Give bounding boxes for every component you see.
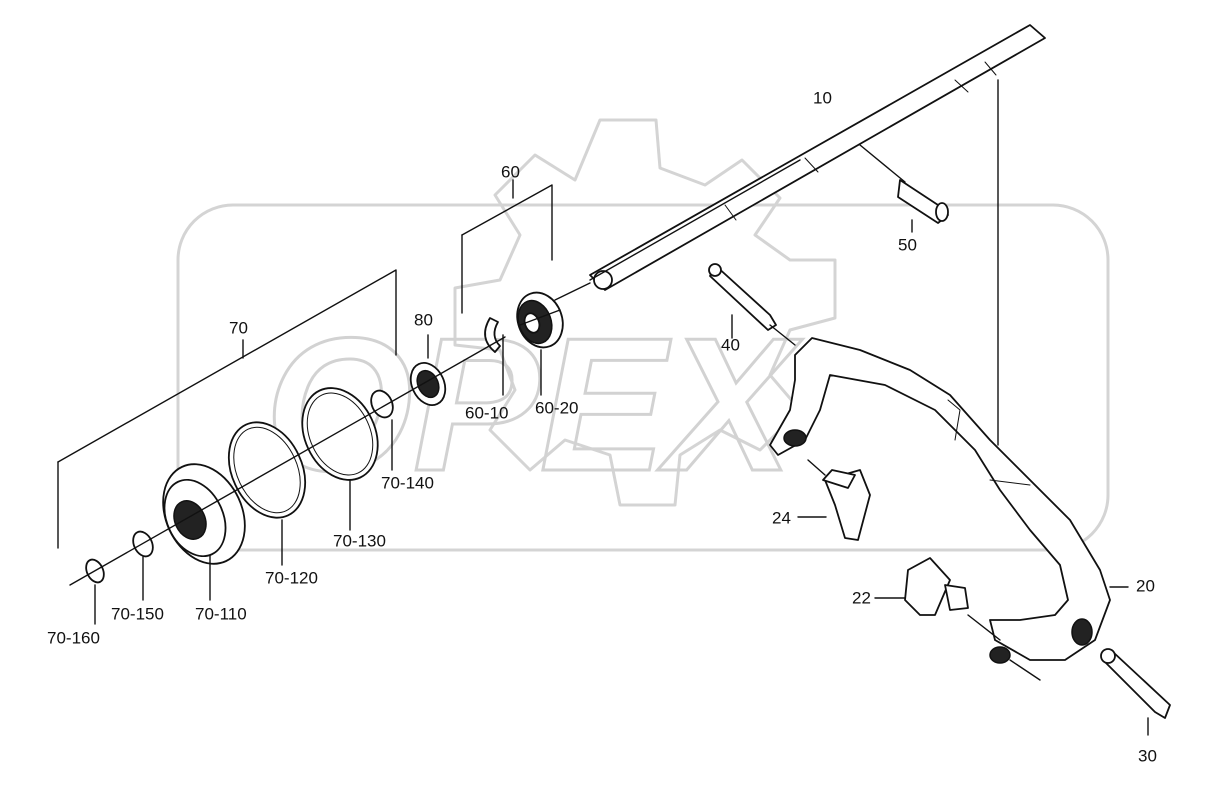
- label-30: 30: [1138, 746, 1157, 765]
- part-70-160-clip: [85, 558, 105, 625]
- label-70-130: 70-130: [333, 531, 386, 550]
- part-50-pin: [859, 144, 949, 233]
- part-labels: 10 20 22 24 30 40 50 60 60-10 60-20 70 7…: [47, 88, 1157, 765]
- part-10-shaft: [554, 24, 1046, 301]
- label-22: 22: [852, 588, 871, 607]
- label-60-10: 60-10: [465, 403, 508, 422]
- part-20-handle: [769, 79, 1111, 681]
- label-60-20: 60-20: [535, 398, 578, 417]
- assembly-axis-line: [69, 336, 506, 586]
- label-40: 40: [721, 335, 740, 354]
- label-70-110: 70-110: [195, 604, 247, 623]
- label-24: 24: [772, 508, 791, 527]
- label-10: 10: [813, 88, 832, 107]
- part-24-knob: [797, 459, 871, 541]
- part-22-knob: [874, 557, 1001, 641]
- label-20: 20: [1136, 576, 1155, 595]
- part-30-pin: [1100, 586, 1171, 736]
- part-60-20-bearing: [516, 291, 564, 349]
- watermark-badge: [176, 203, 1110, 552]
- part-70-bracket: [57, 269, 397, 549]
- label-60: 60: [501, 162, 520, 181]
- label-80: 80: [414, 310, 433, 329]
- shaft-axis-line: [589, 159, 801, 281]
- label-70-140: 70-140: [381, 473, 434, 492]
- label-70: 70: [229, 318, 248, 337]
- part-40-pin: [708, 263, 796, 346]
- part-60-bracket: [461, 179, 564, 396]
- label-50: 50: [898, 235, 917, 254]
- label-70-120: 70-120: [265, 568, 318, 587]
- label-70-160: 70-160: [47, 628, 100, 647]
- watermark-group: OPEX: [176, 118, 1110, 552]
- label-70-150: 70-150: [111, 604, 164, 623]
- part-70-110-housing: [162, 463, 246, 601]
- part-60-10-circlip: [484, 317, 501, 353]
- part-70-150-ring: [132, 530, 154, 601]
